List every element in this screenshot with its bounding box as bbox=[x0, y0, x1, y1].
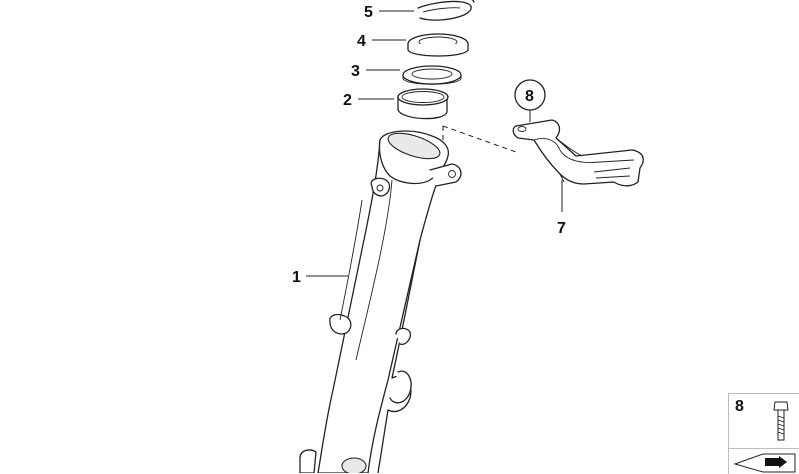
fork-tube-icon[interactable] bbox=[299, 128, 462, 473]
arrow-icon bbox=[733, 453, 796, 473]
seal-ring-icon[interactable] bbox=[407, 33, 469, 57]
callout-4: 4 bbox=[357, 33, 366, 50]
callout-8: 8 bbox=[525, 88, 534, 105]
legend-divider bbox=[729, 448, 799, 449]
callout-5: 5 bbox=[364, 4, 373, 21]
bolt-icon bbox=[773, 401, 789, 441]
callout-8-circle bbox=[514, 79, 546, 111]
callout-2: 2 bbox=[343, 92, 352, 109]
bracket-icon[interactable] bbox=[512, 119, 644, 187]
callout-7: 7 bbox=[557, 220, 566, 237]
assembly-dash-line bbox=[442, 125, 517, 153]
circlip-icon[interactable] bbox=[417, 0, 475, 21]
washer-icon[interactable] bbox=[402, 65, 462, 85]
legend-number: 8 bbox=[735, 398, 744, 415]
part-8-legend[interactable]: 8 bbox=[728, 393, 799, 474]
callout-1: 1 bbox=[292, 269, 301, 286]
callout-3: 3 bbox=[351, 63, 360, 80]
guide-bushing-icon[interactable] bbox=[397, 88, 449, 120]
